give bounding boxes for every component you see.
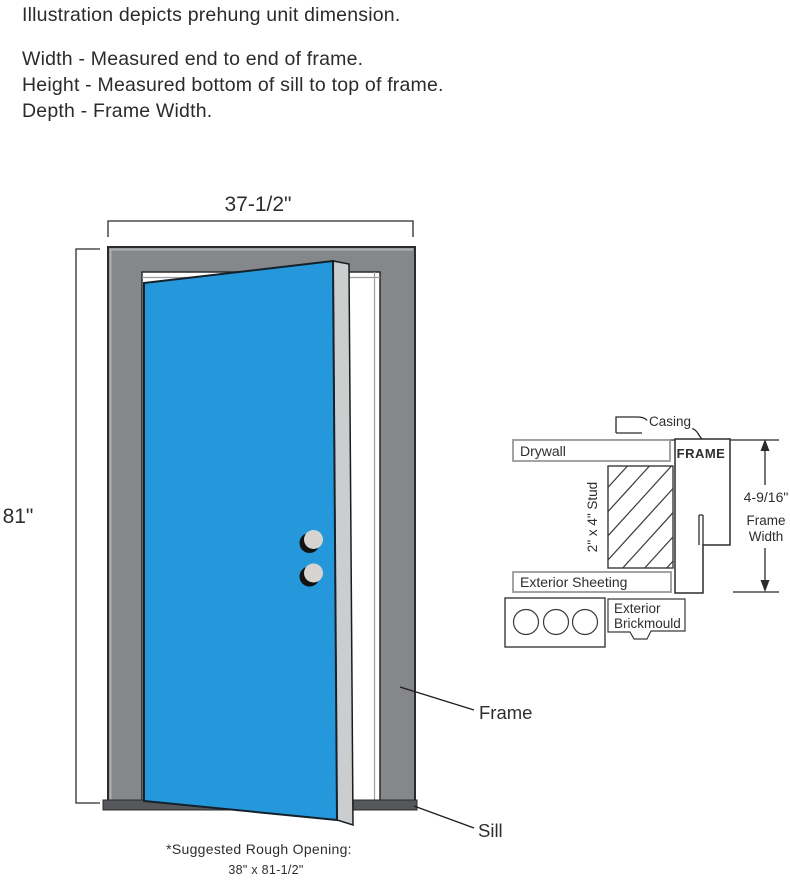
casing-profile	[615, 416, 704, 441]
brickmould-label-tag	[607, 598, 686, 640]
height-dimension-line	[75, 248, 100, 804]
door-knob	[299, 563, 323, 587]
rough-opening-value: 38" x 81-1/2"	[228, 863, 303, 877]
width-dimension-value: 37-1/2"	[225, 193, 292, 216]
up-arrowhead-icon	[760, 439, 770, 451]
door-panel	[143, 259, 339, 822]
casing-label: Casing	[649, 414, 691, 429]
frame-leader-line	[399, 686, 475, 711]
intro-text-block: Illustration depicts prehung unit dimens…	[22, 4, 444, 124]
drywall-label: Drywall	[520, 443, 566, 459]
frame-kerf-slot	[698, 514, 704, 545]
rough-opening-title: *Suggested Rough Opening:	[166, 841, 352, 857]
intro-height-definition: Height - Measured bottom of sill to top …	[22, 74, 444, 96]
brickmould-label-line1: Exterior	[614, 601, 661, 616]
brickmould-label-line2: Brickmould	[614, 616, 681, 631]
brickmould-circle-1	[512, 608, 540, 636]
intro-title: Illustration depicts prehung unit dimens…	[22, 4, 401, 26]
sill-leader-line	[413, 805, 475, 829]
frame-width-value: 4-9/16"	[744, 489, 789, 505]
deadbolt-knob	[299, 530, 323, 553]
sill-label: Sill	[478, 820, 503, 841]
prehung-door-illustration: 37-1/2" 81"	[3, 193, 533, 877]
jamb-cross-section: Casing Drywall 2" x 4" Stud	[504, 412, 789, 648]
height-dimension-value: 81"	[3, 505, 34, 528]
stud-hatch-lines	[608, 466, 673, 568]
width-dimension-line	[107, 220, 414, 237]
stud-label: 2" x 4" Stud	[585, 482, 600, 552]
knob-face	[304, 563, 323, 583]
frame-width-dimension: 4-9/16" Frame Width	[733, 439, 789, 593]
intro-depth-definition: Depth - Frame Width.	[22, 100, 213, 122]
door-frame-bevel-highlight	[109, 248, 413, 806]
frame-width-label-line1: Frame	[746, 513, 785, 528]
intro-width-definition: Width - Measured end to end of frame.	[22, 48, 364, 70]
frame-width-label-line2: Width	[749, 529, 784, 544]
brickmould-circle-2	[542, 608, 570, 636]
drywall-box	[512, 439, 671, 462]
exterior-sheeting-label: Exterior Sheeting	[520, 574, 627, 590]
frame-section-label: FRAME	[677, 446, 726, 461]
exterior-sheeting-box	[512, 571, 672, 593]
down-arrowhead-icon	[760, 580, 770, 592]
stud-box	[607, 465, 674, 569]
frame-label: Frame	[479, 702, 532, 723]
brickmould-circle-3	[571, 608, 599, 636]
deadbolt-face	[304, 530, 323, 549]
